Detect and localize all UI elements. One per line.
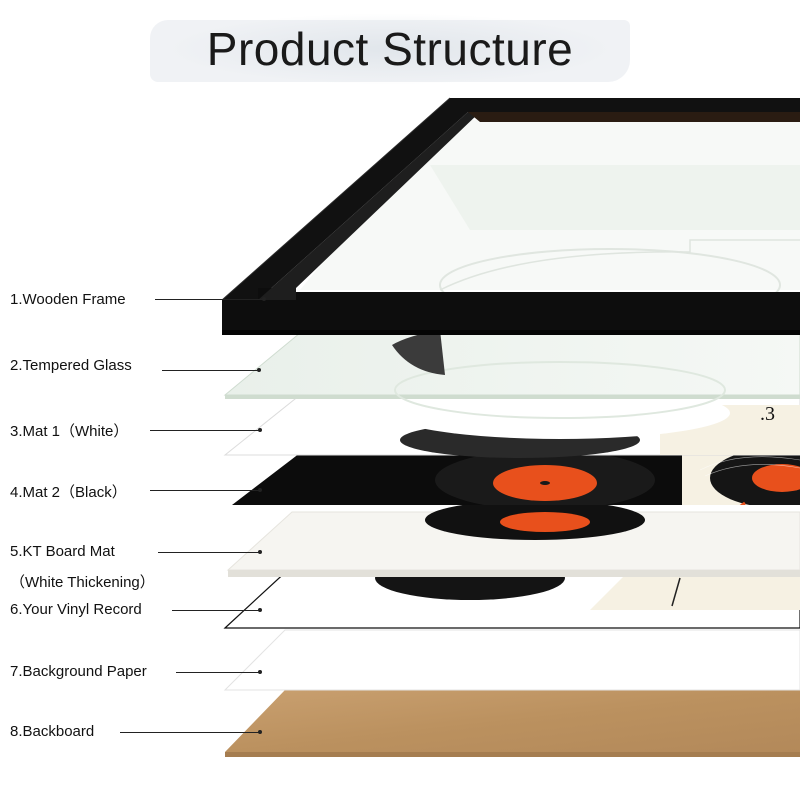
leader-dot-background-paper bbox=[258, 670, 262, 674]
leader-backboard bbox=[120, 732, 260, 733]
kt-board-layer bbox=[226, 500, 800, 577]
label-wooden-frame: 1.Wooden Frame bbox=[10, 291, 126, 308]
label-vinyl-record: 6.Your Vinyl Record bbox=[10, 601, 142, 618]
tempered-glass-layer bbox=[223, 332, 800, 419]
leader-dot-mat-1 bbox=[258, 428, 262, 432]
label-backboard: 8.Backboard bbox=[10, 723, 95, 740]
title-brush-shade bbox=[170, 14, 610, 84]
wooden-frame-layer bbox=[221, 97, 800, 335]
leader-vinyl-record bbox=[172, 610, 260, 611]
label-background-paper: 7.Background Paper bbox=[10, 663, 147, 680]
mat-black-layer bbox=[232, 453, 800, 505]
leader-dot-vinyl-record bbox=[258, 608, 262, 612]
label-kt-board-mat: 5.KT Board Mat bbox=[10, 543, 115, 560]
page-title: Product Structure bbox=[206, 23, 574, 75]
record-preview bbox=[392, 330, 445, 375]
vinyl-record-layer bbox=[223, 556, 800, 629]
leader-wooden-frame bbox=[155, 299, 265, 300]
label-mat-1: 3.Mat 1（White） bbox=[10, 423, 129, 440]
background-paper-layer bbox=[223, 629, 800, 691]
leader-tempered-glass bbox=[162, 370, 259, 371]
leader-mat-2 bbox=[150, 490, 260, 491]
leader-background-paper bbox=[176, 672, 260, 673]
leader-kt-board-mat bbox=[158, 552, 260, 553]
leader-dot-wooden-frame bbox=[262, 297, 266, 301]
leader-mat-1 bbox=[150, 430, 260, 431]
leader-dot-kt-board-mat bbox=[258, 550, 262, 554]
label-tempered-glass: 2.Tempered Glass bbox=[10, 357, 132, 374]
svg-text:.3: .3 bbox=[760, 403, 775, 425]
label-mat-2: 4.Mat 2（Black） bbox=[10, 484, 127, 501]
leader-dot-mat-2 bbox=[258, 488, 262, 492]
label-kt-board-mat-note: （White Thickening） bbox=[10, 574, 155, 591]
backboard-layer bbox=[225, 690, 800, 757]
mat-white-layer: .3 bbox=[223, 387, 800, 458]
leader-dot-backboard bbox=[258, 730, 262, 734]
leader-dot-tempered-glass bbox=[257, 368, 261, 372]
title-banner: Product Structure bbox=[150, 14, 630, 84]
